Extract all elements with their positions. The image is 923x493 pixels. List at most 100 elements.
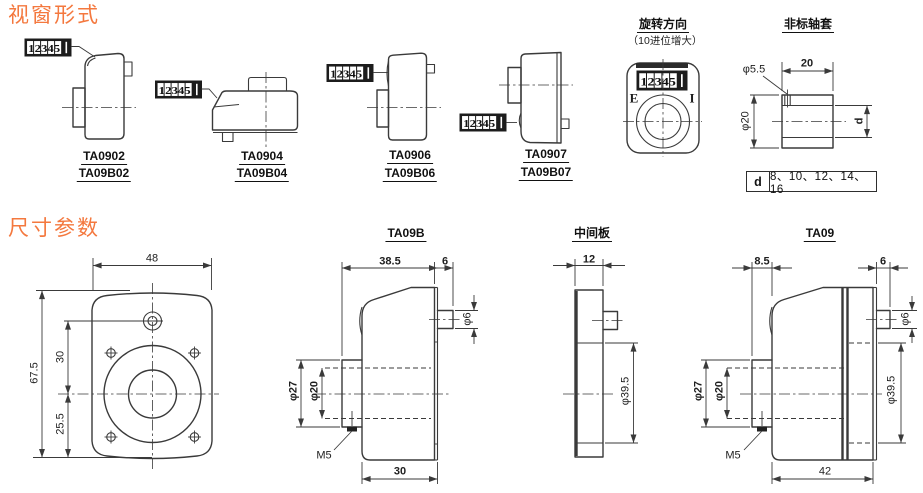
- body-outline: [771, 286, 874, 461]
- screw-hole: [104, 346, 118, 360]
- dim-label-bore: φ20: [713, 380, 726, 402]
- mount-tab: [561, 118, 570, 130]
- window-bump: [386, 60, 390, 87]
- model-label: TA0904: [239, 149, 285, 166]
- dim-label-shaft-len: 6: [441, 255, 449, 268]
- counter-digits: 12345: [640, 75, 676, 89]
- model-label: TA0907: [523, 147, 569, 164]
- dim-label-back-dia: φ39.5: [885, 375, 898, 405]
- counter-display: 12345: [636, 70, 688, 91]
- counter-display: 12345: [24, 38, 72, 57]
- dim-label-screw: M5: [316, 449, 332, 462]
- top-knob: [247, 76, 288, 91]
- counter-window: [328, 65, 365, 81]
- leader-line: [762, 75, 788, 95]
- dim-label-body: 30: [393, 465, 407, 478]
- variant-ta0904-drawing: 12345: [155, 72, 299, 147]
- counter-window: [156, 82, 193, 97]
- bore-options-table: d 8、10、12、14、16: [746, 170, 877, 196]
- leader-line: [71, 46, 96, 58]
- dim-label-plate-dia: φ39.5: [619, 376, 632, 406]
- dim-label-lower: 25.5: [54, 413, 67, 435]
- counter-display: 12345: [459, 113, 507, 132]
- screw-hole: [104, 430, 118, 444]
- drawing-title-ta09: TA09: [803, 226, 837, 243]
- plate-outline: [574, 289, 604, 458]
- section-title-dimensions: 尺寸参数: [8, 217, 100, 240]
- dim-label-shaft-dia: φ6: [461, 312, 474, 326]
- rotation-mark-e: E: [629, 90, 639, 106]
- ta09b-side-view: [296, 262, 478, 484]
- counter-display: 12345: [326, 64, 374, 82]
- counter-display: 12345: [155, 80, 202, 99]
- variant-ta0907-drawing: 12345: [459, 51, 573, 144]
- set-screw: [347, 426, 357, 432]
- body-outline: [361, 286, 436, 461]
- dim-label-body: 42: [818, 465, 832, 478]
- section-title-window-styles: 视窗形式: [8, 4, 100, 27]
- dim-label-boss: φ27: [692, 380, 705, 402]
- counter-window: [638, 72, 678, 89]
- counter-digits: 12345: [28, 43, 61, 55]
- dim-label-upper: 30: [54, 350, 67, 364]
- counter-slit: [367, 67, 370, 79]
- dim-label-bore: φ20: [308, 380, 321, 402]
- counter-window: [26, 40, 63, 55]
- drawing-title-plate: 中间板: [571, 226, 613, 243]
- window-edge: [213, 103, 240, 108]
- dim-label-screw: M5: [725, 449, 741, 462]
- leader-line: [201, 88, 218, 99]
- model-label: TA0906: [387, 148, 433, 165]
- model-label: TA09B06: [382, 166, 438, 183]
- counter-window: [461, 115, 498, 130]
- front-view-drawing: [33, 258, 219, 469]
- table-values-cell: 8、10、12、14、16: [770, 170, 867, 196]
- middle-plate-view: [553, 259, 638, 458]
- sleeve-section-view: [750, 62, 872, 149]
- screw-hole: [188, 430, 201, 444]
- mount-tab: [426, 63, 436, 74]
- window-bump: [769, 306, 773, 336]
- window-edge: [86, 57, 96, 67]
- dim-label-height: 67.5: [28, 362, 41, 384]
- shaft-boss: [376, 89, 390, 128]
- mount-tab: [221, 132, 234, 143]
- table-key-cell: d: [747, 172, 770, 191]
- counter-digits: 12345: [463, 118, 496, 130]
- model-label: TA09B02: [76, 166, 132, 183]
- dim-label-thickness: 12: [582, 253, 596, 266]
- counter-slit: [500, 116, 503, 129]
- drawing-title-ta09b: TA09B: [385, 226, 427, 243]
- dim-label-length: 20: [800, 57, 814, 70]
- rotation-note: （10进位增大）: [627, 34, 703, 47]
- screw-hole: [188, 346, 201, 360]
- dim-label-bore: d: [853, 117, 866, 125]
- counter-slit: [196, 83, 198, 96]
- dim-label-outer: φ20: [739, 111, 752, 131]
- dim-label-hole: φ5.5: [742, 63, 766, 76]
- sleeve-top-wall: [781, 94, 834, 107]
- rotation-title: 旋转方向: [636, 17, 690, 34]
- body-outline: [387, 52, 428, 141]
- body-outline: [91, 292, 213, 460]
- dim-label-depth: 38.5: [379, 255, 401, 268]
- sleeve-title: 非标轴套: [781, 17, 835, 34]
- rotation-mark-i: I: [689, 90, 695, 106]
- body-outline: [84, 52, 125, 140]
- dim-label-sleeve-len: 8.5: [754, 255, 770, 268]
- dim-label-width: 48: [145, 252, 159, 265]
- window-bump: [518, 112, 522, 129]
- model-label: TA09B07: [518, 165, 574, 182]
- leader-line: [333, 431, 352, 451]
- body-outline: [520, 51, 562, 144]
- counter-digits: 12345: [159, 85, 192, 97]
- counter-slit: [65, 41, 68, 54]
- variant-ta0902-drawing: 12345: [24, 38, 136, 140]
- rotation-front-view: 12345: [623, 59, 702, 157]
- model-label: TA09B04: [234, 166, 290, 183]
- mount-tab: [124, 61, 133, 77]
- model-label: TA0902: [81, 149, 127, 166]
- dim-label-boss: φ27: [287, 380, 300, 402]
